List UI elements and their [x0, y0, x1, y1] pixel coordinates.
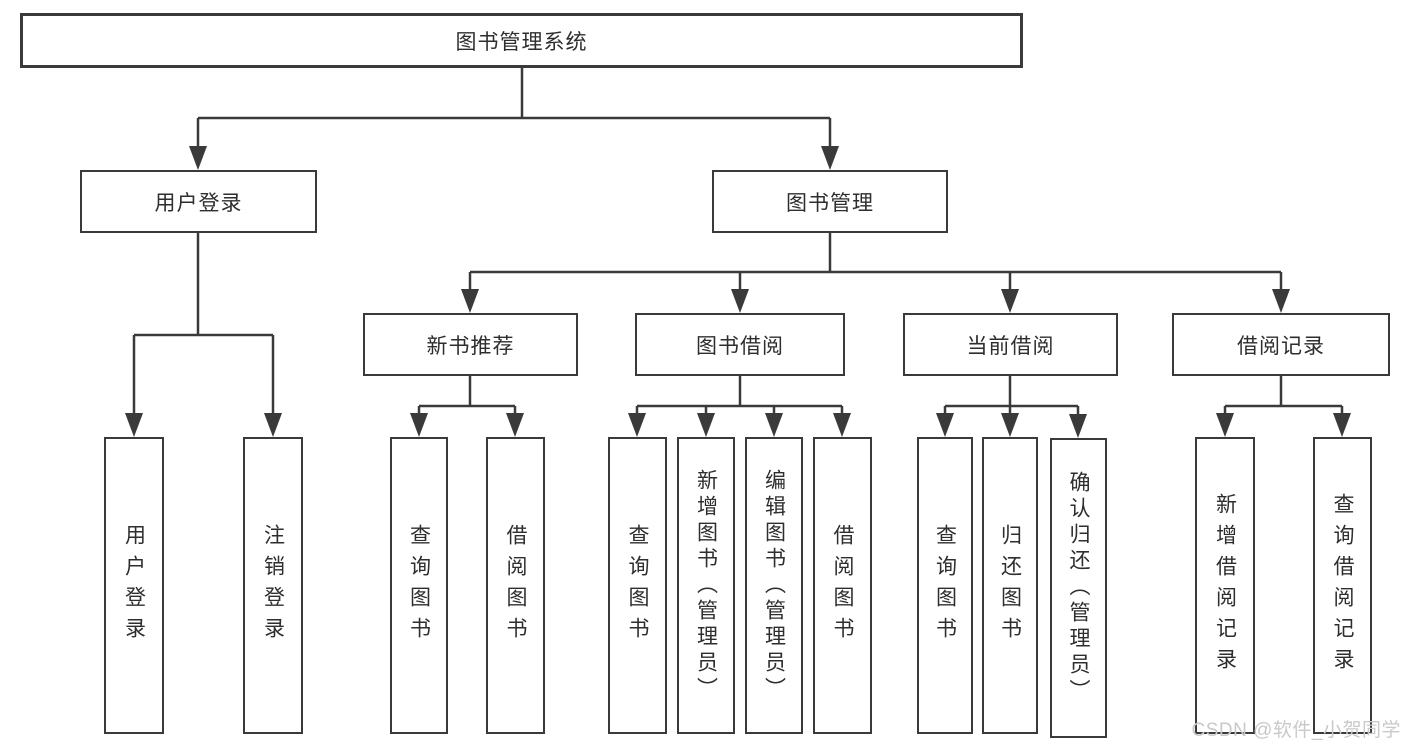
node-current-borrowing-label: 当前借阅	[966, 334, 1055, 358]
arrowhead	[1333, 413, 1351, 437]
arrowhead	[1272, 289, 1290, 313]
arrowhead	[125, 413, 143, 437]
arrowhead	[264, 413, 282, 437]
node-user-login: 用户登录	[80, 170, 317, 233]
arrowhead	[1001, 413, 1019, 437]
connector-book-borrowing-branch	[635, 376, 844, 418]
arrowhead	[697, 413, 715, 437]
arrowhead	[936, 413, 954, 437]
node-leaf-user-login: 用户登录	[104, 437, 164, 734]
node-book-borrowing-label: 图书借阅	[696, 334, 784, 358]
arrowhead	[1069, 414, 1087, 438]
node-leaf-confirm-return-admin: 确认归还（管理员）	[1050, 438, 1107, 738]
node-leaf-query-borrow-record-label: 查询借阅记录	[1331, 492, 1354, 679]
node-leaf-query-borrow-record: 查询借阅记录	[1313, 437, 1372, 734]
node-book-management-label: 图书管理	[786, 191, 874, 215]
node-new-book-recommend: 新书推荐	[363, 313, 578, 376]
node-leaf-add-borrow-record-label: 新增借阅记录	[1213, 492, 1237, 679]
node-leaf-add-books-admin-label: 新增图书（管理员）	[694, 468, 718, 703]
node-leaf-borrow-books-borrowing-label: 借阅图书	[831, 523, 854, 648]
connector-root-branch	[196, 68, 832, 150]
arrowhead	[731, 289, 749, 313]
arrowhead	[1001, 289, 1019, 313]
node-leaf-logout-login-label: 注销登录	[261, 523, 285, 648]
node-leaf-query-books-recommend: 查询图书	[390, 437, 448, 734]
node-leaf-query-books-borrowing: 查询图书	[608, 437, 667, 734]
node-leaf-confirm-return-admin-label: 确认归还（管理员）	[1067, 471, 1090, 705]
node-leaf-add-borrow-record: 新增借阅记录	[1195, 437, 1255, 734]
arrowhead	[821, 146, 839, 170]
arrowhead	[628, 413, 646, 437]
node-leaf-logout-login: 注销登录	[243, 437, 303, 734]
node-user-login-label: 用户登录	[154, 191, 243, 215]
arrowhead	[189, 146, 207, 170]
node-leaf-borrow-books-borrowing: 借阅图书	[813, 437, 872, 734]
node-borrowing-records-label: 借阅记录	[1237, 334, 1325, 358]
node-leaf-return-books: 归还图书	[982, 437, 1038, 734]
node-new-book-recommend-label: 新书推荐	[426, 334, 515, 358]
connector-new-book-branch	[417, 376, 517, 418]
connector-user-login-branch	[132, 233, 275, 416]
arrowhead	[833, 413, 851, 437]
node-leaf-borrow-books-recommend-label: 借阅图书	[504, 523, 527, 648]
node-borrowing-records: 借阅记录	[1172, 313, 1390, 376]
node-leaf-query-books-recommend-label: 查询图书	[407, 523, 431, 648]
node-leaf-edit-books-admin-label: 编辑图书（管理员）	[762, 468, 786, 703]
node-leaf-edit-books-admin: 编辑图书（管理员）	[745, 437, 803, 734]
connector-current-borrowing-branch	[943, 376, 1080, 418]
arrowhead	[765, 413, 783, 437]
node-root-label: 图书管理系统	[455, 30, 588, 54]
arrowhead	[461, 289, 479, 313]
connector-records-branch	[1223, 376, 1344, 418]
node-current-borrowing: 当前借阅	[903, 313, 1118, 376]
node-book-borrowing: 图书借阅	[635, 313, 845, 376]
node-leaf-query-books-current: 查询图书	[917, 437, 973, 734]
node-leaf-borrow-books-recommend: 借阅图书	[486, 437, 545, 734]
arrowhead	[506, 413, 524, 437]
node-leaf-user-login-label: 用户登录	[122, 523, 146, 648]
node-leaf-return-books-label: 归还图书	[998, 523, 1022, 648]
arrowheads	[125, 146, 1351, 438]
node-leaf-add-books-admin: 新增图书（管理员）	[677, 437, 735, 734]
arrowhead	[1216, 413, 1234, 437]
node-leaf-query-books-current-label: 查询图书	[933, 523, 957, 648]
node-book-management: 图书管理	[712, 170, 948, 233]
csdn-watermark: CSDN @软件_小贺同学	[1191, 720, 1401, 741]
connector-lines	[132, 68, 1344, 418]
node-root: 图书管理系统	[20, 13, 1023, 68]
arrowhead	[410, 413, 428, 437]
connector-book-management-branch	[468, 233, 1283, 292]
node-leaf-query-books-borrowing-label: 查询图书	[626, 523, 649, 648]
